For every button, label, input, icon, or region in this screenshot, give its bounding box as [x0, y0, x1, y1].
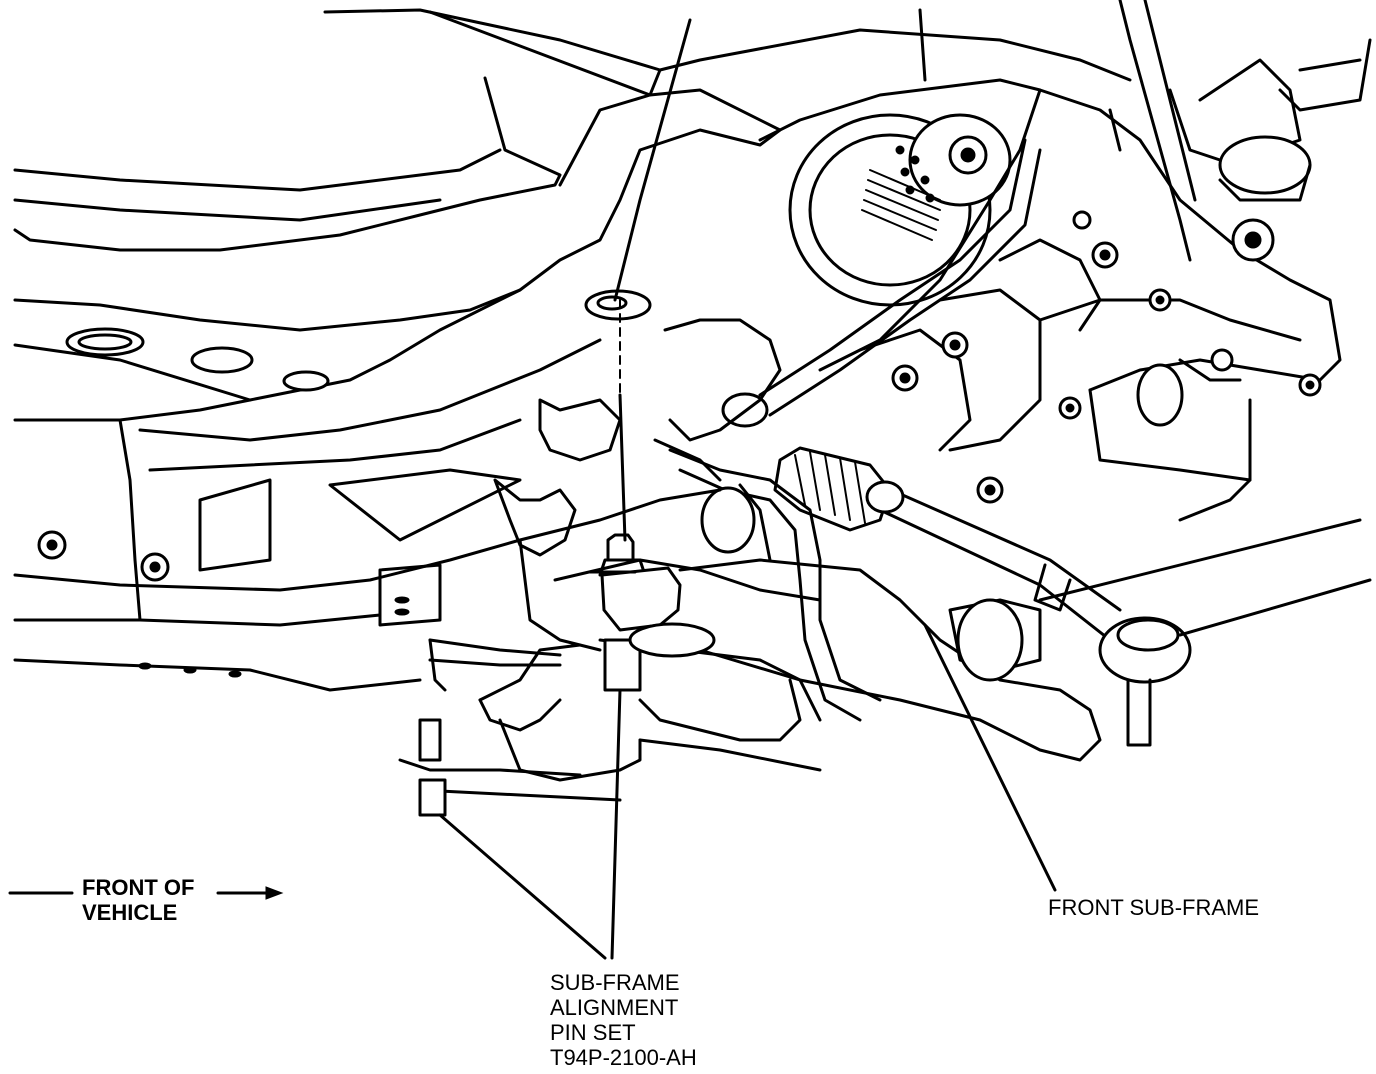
engine-transaxle	[721, 0, 1372, 522]
pin-set-label-line1: SUB-FRAME	[550, 970, 680, 995]
front-sub-frame-label: FRONT SUB-FRAME	[1048, 895, 1259, 920]
front-of-vehicle-indicator: FRONT OF VEHICLE	[8, 875, 284, 925]
vehicle-body	[13, 8, 1132, 692]
pin-set-label-line4: T94P-2100-AH	[550, 1045, 697, 1070]
steering-and-subframe	[398, 299, 1372, 817]
front-of-vehicle-label-line1: FRONT OF	[82, 875, 194, 900]
pin-set-label-line3: PIN SET	[550, 1020, 636, 1045]
leader-lines	[438, 18, 1057, 960]
alignment-pin-set-label: SUB-FRAME ALIGNMENT PIN SET T94P-2100-AH	[550, 970, 697, 1070]
front-of-vehicle-label-line2: VEHICLE	[82, 900, 177, 925]
pin-set-label-line2: ALIGNMENT	[550, 995, 678, 1020]
alternator	[788, 113, 1012, 307]
alignment-pin-front	[588, 299, 716, 692]
